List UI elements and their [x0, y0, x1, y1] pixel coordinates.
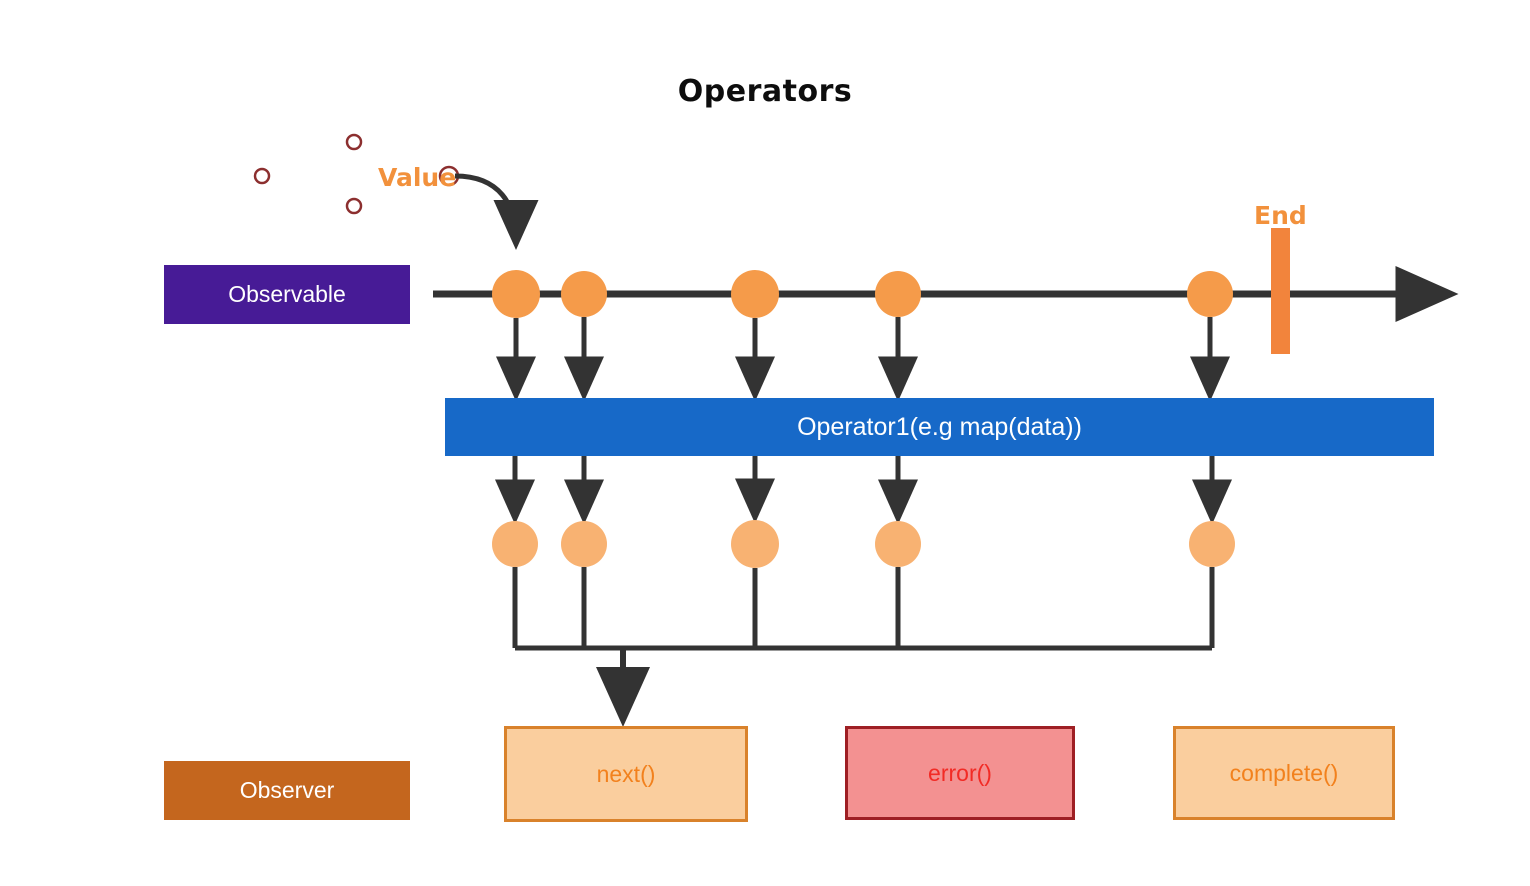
timeline-marble-1: [492, 270, 540, 318]
output-marble-3: [731, 520, 779, 568]
value-curve-arrow: [454, 173, 539, 250]
timeline-marble-2: [561, 271, 607, 317]
timeline-to-operator-arrows: [496, 317, 1230, 402]
timeline-marble-4: [875, 271, 921, 317]
output-marble-2: [561, 521, 607, 567]
operator-to-output-arrows: [495, 456, 1232, 525]
operator-bar[interactable]: Operator1(e.g map(data)): [445, 398, 1434, 456]
observable-label-text: Observable: [228, 281, 346, 307]
observer-label-box: Observer: [164, 761, 410, 820]
output-marble-5: [1189, 521, 1235, 567]
handler-complete-box[interactable]: complete(): [1173, 726, 1395, 820]
operator-label-text: Operator1(e.g map(data)): [797, 412, 1082, 441]
end-marker-bar: [1271, 228, 1290, 354]
handler-complete-label: complete(): [1229, 759, 1339, 786]
page-title: Operators: [677, 74, 853, 109]
handler-error-label: error(): [928, 759, 992, 786]
handler-next-label: next(): [596, 760, 656, 787]
output-marble-1: [492, 521, 538, 567]
value-source-dots: [253, 133, 460, 215]
output-marbles: [492, 520, 1235, 568]
timeline-marble-5: [1187, 271, 1233, 317]
observer-label-text: Observer: [239, 777, 335, 803]
end-label: End: [1254, 201, 1307, 230]
observable-label-box: Observable: [164, 265, 410, 324]
output-collector-bus: [512, 567, 1215, 651]
value-dot-2: [345, 197, 363, 215]
value-dot-1: [345, 133, 363, 151]
output-marble-4: [875, 521, 921, 567]
value-dot-0: [253, 167, 271, 185]
handler-error-box[interactable]: error(): [845, 726, 1075, 820]
value-label: Value: [378, 163, 457, 192]
handler-next-box[interactable]: next(): [504, 726, 748, 822]
timeline-marble-3: [731, 270, 779, 318]
timeline-marbles: [492, 270, 1233, 318]
